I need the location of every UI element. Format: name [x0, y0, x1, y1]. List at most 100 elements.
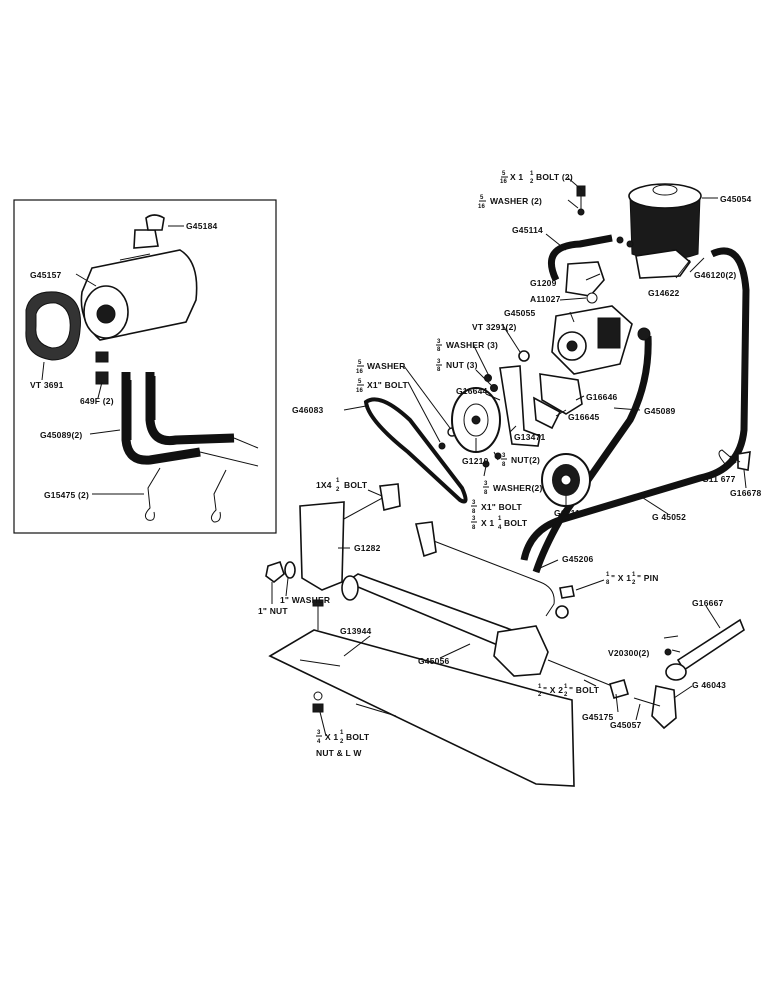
label-nut2-den: 8 — [502, 462, 506, 468]
hose-clips — [144, 467, 227, 523]
label-bolt-top-fden: 2 — [530, 179, 534, 185]
label-bolt38b-text: BOLT — [504, 518, 528, 528]
label-g45175: G45175 — [582, 712, 614, 722]
label-washer-top-den: 16 — [478, 204, 486, 210]
label-g15475: G15475 (2) — [44, 490, 89, 500]
label-nut2-num: 3 — [502, 453, 506, 459]
label-g45114: G45114 — [512, 225, 543, 235]
label-bolt34-text: BOLT — [346, 732, 370, 742]
label-bolt-top-text: BOLT (2) — [536, 172, 573, 182]
label-washer-top-text: WASHER (2) — [490, 196, 542, 206]
label-pin-x: " X 1 — [611, 573, 631, 583]
label-g16644: G16644 — [456, 386, 488, 396]
label-g46120: G46120(2) — [694, 270, 736, 280]
belt-g46083 — [363, 397, 468, 504]
label-g45057: G45057 — [610, 720, 642, 730]
reservoir — [628, 183, 702, 261]
label-g16667: G16667 — [692, 598, 724, 608]
label-bolt38b-den: 8 — [472, 525, 476, 531]
label-pin-text: " PIN — [637, 573, 659, 583]
label-washer-top-num: 5 — [480, 195, 484, 201]
rod-g45206 — [425, 537, 555, 617]
label-bolt-top-fnum: 1 — [530, 171, 534, 177]
label-bolt516-text: X1" BOLT — [367, 380, 408, 390]
label-bolt2-num: 1 — [538, 684, 542, 690]
fitting-649f — [95, 351, 109, 363]
label-vt3291: VT 3291(2) — [472, 322, 517, 332]
pulley-g1210 — [451, 387, 501, 453]
label-bolt38b-fnum: 1 — [498, 516, 502, 522]
nut-1in — [265, 560, 285, 584]
label-g16678: G16678 — [730, 488, 762, 498]
label-g1211: G1211 — [554, 508, 580, 518]
label-g1210: G1210 — [462, 456, 489, 466]
label-nut-1in: 1" NUT — [258, 606, 288, 616]
hose-g45089 — [532, 335, 652, 574]
label-bolt38-num: 3 — [472, 500, 476, 506]
label-washer2-text: WASHER(2) — [493, 483, 543, 493]
label-bolt1x4-a: 1X4 — [316, 480, 332, 490]
inset-panel: G45184 G45157 VT 3691 649F (2) G45089(2)… — [13, 199, 277, 534]
label-g45089-inset: G45089(2) — [40, 430, 82, 440]
callout-labels: 5 16 X 1 1 2 BOLT (2) 5 16 WASHER (2) G4… — [258, 171, 762, 758]
pump-body — [80, 229, 198, 341]
leader-lines — [271, 177, 747, 737]
label-pin-fden: 2 — [632, 580, 636, 586]
label-g14622: G14622 — [648, 288, 680, 298]
label-g1282: G1282 — [354, 543, 381, 553]
label-bolt38-den: 8 — [472, 509, 476, 515]
label-nut3-num: 3 — [437, 359, 441, 365]
label-bolt2-text: " BOLT — [569, 685, 600, 695]
label-nut3-text: NUT (3) — [446, 360, 478, 370]
label-649f: 649F (2) — [80, 396, 114, 406]
label-bolt2-den: 2 — [538, 692, 542, 698]
label-nut2-text: NUT(2) — [511, 455, 540, 465]
label-bolt2-fnum: 1 — [564, 684, 568, 690]
label-washer3-den: 8 — [437, 347, 441, 353]
label-v20300: V20300(2) — [608, 648, 650, 658]
bracket-g1282 — [299, 501, 345, 591]
clip-g11677 — [718, 449, 737, 469]
oring-a11027 — [586, 292, 598, 304]
label-g45206: G45206 — [562, 554, 594, 564]
label-pin-den: 8 — [606, 580, 610, 586]
label-washer516-den: 16 — [356, 369, 364, 375]
top-bolt — [576, 185, 586, 216]
label-washer516-num: 5 — [358, 360, 362, 366]
shield-g13944 — [268, 629, 575, 787]
bolt-1x4 — [341, 483, 401, 521]
label-bolt38b-num: 3 — [472, 516, 476, 522]
cap-g45184 — [145, 214, 165, 231]
pin — [559, 585, 575, 599]
label-washer3-num: 3 — [437, 339, 441, 345]
label-bolt34-num: 3 — [317, 730, 321, 736]
label-washer-1in: 1" WASHER — [280, 595, 330, 605]
bracket-g16645 — [533, 396, 562, 430]
label-pin-fnum: 1 — [632, 572, 636, 578]
bracket-g16646 — [539, 373, 583, 415]
label-g45054: G45054 — [720, 194, 752, 204]
inset-hoses — [121, 372, 259, 467]
label-g45184: G45184 — [186, 221, 218, 231]
bolt-3-4 — [312, 599, 324, 713]
label-bolt516-num: 5 — [358, 379, 362, 385]
label-g13471: G13471 — [514, 432, 546, 442]
label-g46043: G 46043 — [692, 680, 726, 690]
label-g1209: G1209 — [530, 278, 557, 288]
label-g16645: G16645 — [568, 412, 600, 422]
label-bolt34-x: X 1 — [325, 732, 338, 742]
label-bolt1x4-den: 2 — [336, 487, 340, 493]
label-bolt1x4-num: 1 — [336, 478, 340, 484]
label-pin-num: 1 — [606, 572, 610, 578]
label-bolt2-x: " X 2 — [543, 685, 563, 695]
cylinder-g45056 — [341, 573, 613, 687]
label-bolt38-text: X1" BOLT — [481, 502, 522, 512]
label-g45056: G45056 — [418, 656, 450, 666]
label-g45089: G45089 — [644, 406, 676, 416]
label-bolt-top-x: X 1 — [510, 172, 523, 182]
label-g45052: G 45052 — [652, 512, 686, 522]
label-g16646: G16646 — [586, 392, 618, 402]
label-bolt2-fden: 2 — [564, 692, 568, 698]
label-bolt38b-fden: 4 — [498, 525, 502, 531]
